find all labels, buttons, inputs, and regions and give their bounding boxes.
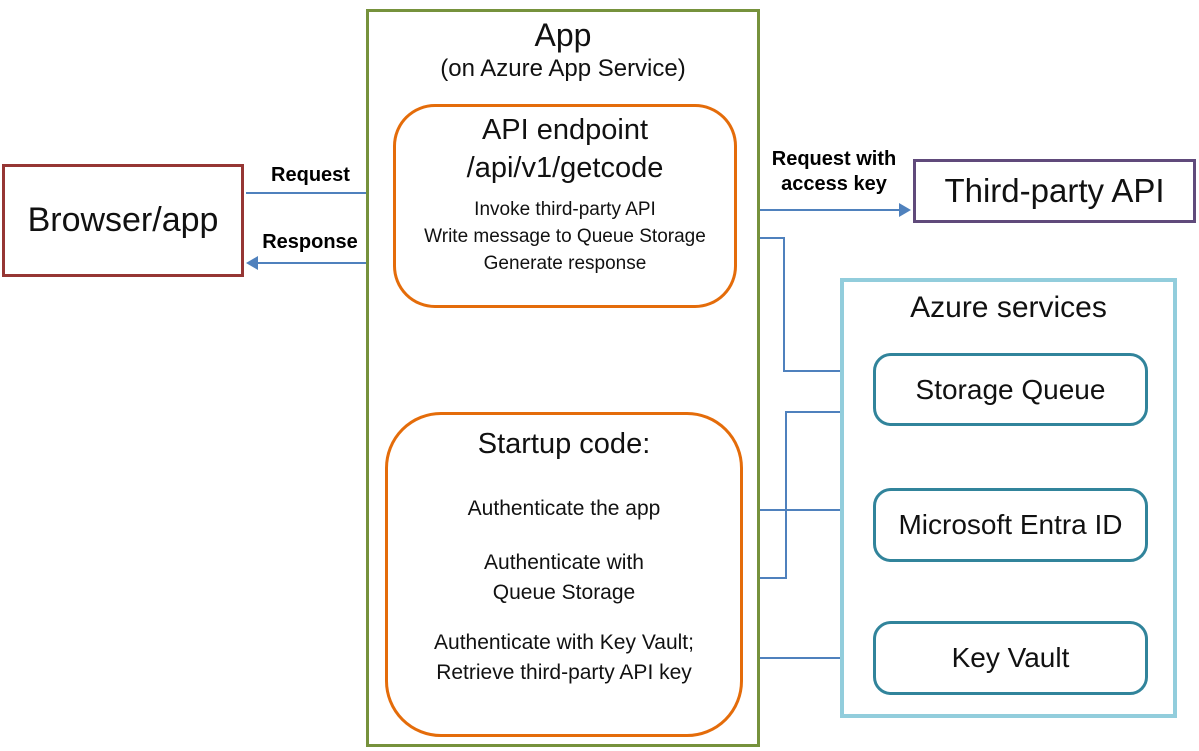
key-vault-node: Key Vault — [873, 621, 1148, 695]
third-party-arrowhead-right — [899, 203, 911, 217]
api-step-invoke: Invoke third-party API — [474, 199, 656, 220]
third-party-api-node: Third-party API — [913, 159, 1196, 223]
app-title: App — [534, 17, 592, 53]
startup-code-title: Startup code: — [477, 428, 651, 460]
request-edge-label: Request — [271, 164, 350, 186]
browser-app-node: Browser/app — [2, 164, 244, 277]
api-endpoint-steps: Invoke third-party API Write message to … — [393, 196, 737, 277]
azure-services-title: Azure services — [910, 291, 1107, 324]
startup-step-line: Retrieve third-party API key — [436, 661, 692, 684]
storage-queue-node: Storage Queue — [873, 353, 1148, 426]
startup-code-node — [385, 412, 743, 737]
request-with-access-key-line: Request with — [771, 148, 897, 170]
request-with-access-key-line: access key — [781, 173, 887, 195]
startup-step-auth-queue: Authenticate with Queue Storage — [385, 548, 743, 608]
microsoft-entra-id-node: Microsoft Entra ID — [873, 488, 1148, 562]
response-arrowhead — [246, 256, 258, 270]
startup-step-line: Queue Storage — [492, 581, 636, 604]
api-endpoint-node — [393, 104, 737, 308]
key-vault-label: Key Vault — [951, 642, 1070, 673]
response-edge-label: Response — [262, 231, 358, 253]
microsoft-entra-id-label: Microsoft Entra ID — [898, 509, 1123, 540]
app-header: App (on Azure App Service) — [366, 16, 760, 84]
request-with-access-key-label: Request with access key — [758, 147, 910, 197]
browser-app-label: Browser/app — [27, 201, 219, 239]
api-step-write-queue: Write message to Queue Storage — [424, 226, 706, 247]
third-party-api-label: Third-party API — [944, 172, 1165, 209]
app-subtitle: (on Azure App Service) — [440, 55, 686, 82]
startup-step-line: Authenticate with Key Vault; — [434, 631, 694, 654]
startup-step-line: Authenticate with — [484, 551, 644, 574]
startup-step-auth-app: Authenticate the app — [385, 494, 743, 524]
api-endpoint-title: API endpoint — [481, 114, 649, 146]
storage-queue-label: Storage Queue — [915, 373, 1106, 405]
api-endpoint-path: /api/v1/getcode — [466, 152, 664, 184]
startup-step-auth-keyvault: Authenticate with Key Vault; Retrieve th… — [385, 628, 743, 688]
startup-step-line: Authenticate the app — [467, 497, 661, 520]
api-step-generate-response: Generate response — [483, 253, 647, 274]
